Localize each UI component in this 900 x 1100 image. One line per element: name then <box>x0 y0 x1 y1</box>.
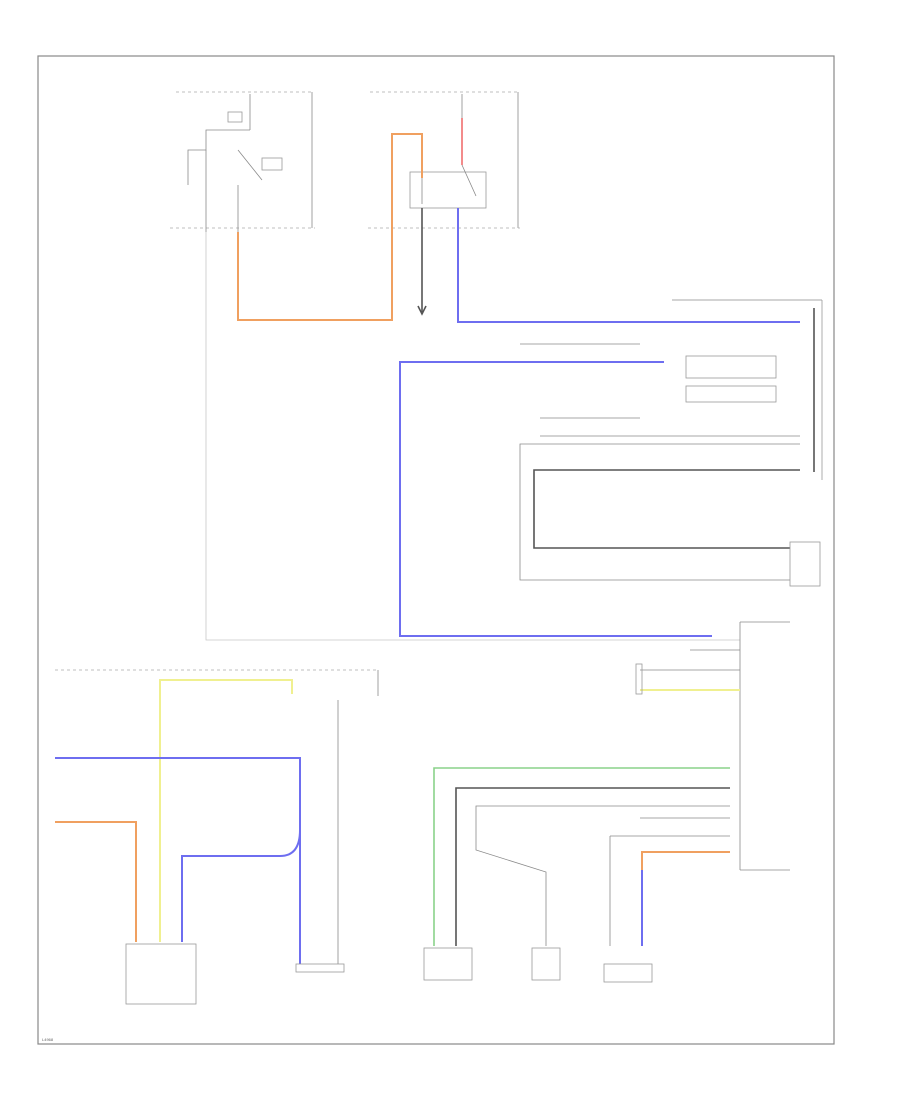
right-fuse-area <box>368 91 520 229</box>
black-loop-inner <box>533 469 800 549</box>
lower-left-area <box>55 669 379 964</box>
blue-wire-relay <box>457 208 800 323</box>
diagram-frame <box>37 55 835 1045</box>
green-wire <box>433 767 730 946</box>
right-module <box>520 299 823 480</box>
orange-wire-top <box>237 133 423 321</box>
sensor-box-3 <box>603 963 653 983</box>
main-connector <box>635 621 790 871</box>
blue-wire-main <box>399 361 712 637</box>
black-wire-sensor <box>455 787 730 946</box>
black-loop-outer <box>519 443 800 581</box>
blue-wire-lower <box>55 757 301 942</box>
connector-box-right <box>789 541 821 587</box>
sensor-box-1 <box>423 947 473 981</box>
yellow-wire <box>159 679 293 942</box>
left-fuse-area <box>170 91 315 232</box>
sensor-box-2 <box>531 947 561 981</box>
page-id: L4968 <box>42 1037 54 1042</box>
orange-wire-lower <box>55 821 137 942</box>
connector-box-mid <box>295 963 345 973</box>
connector-box-left <box>125 943 197 1005</box>
orange-wire-right <box>641 851 730 870</box>
relay-box <box>409 171 487 209</box>
gray-wire-left <box>205 232 740 641</box>
gray-wire-sensor <box>475 805 730 946</box>
